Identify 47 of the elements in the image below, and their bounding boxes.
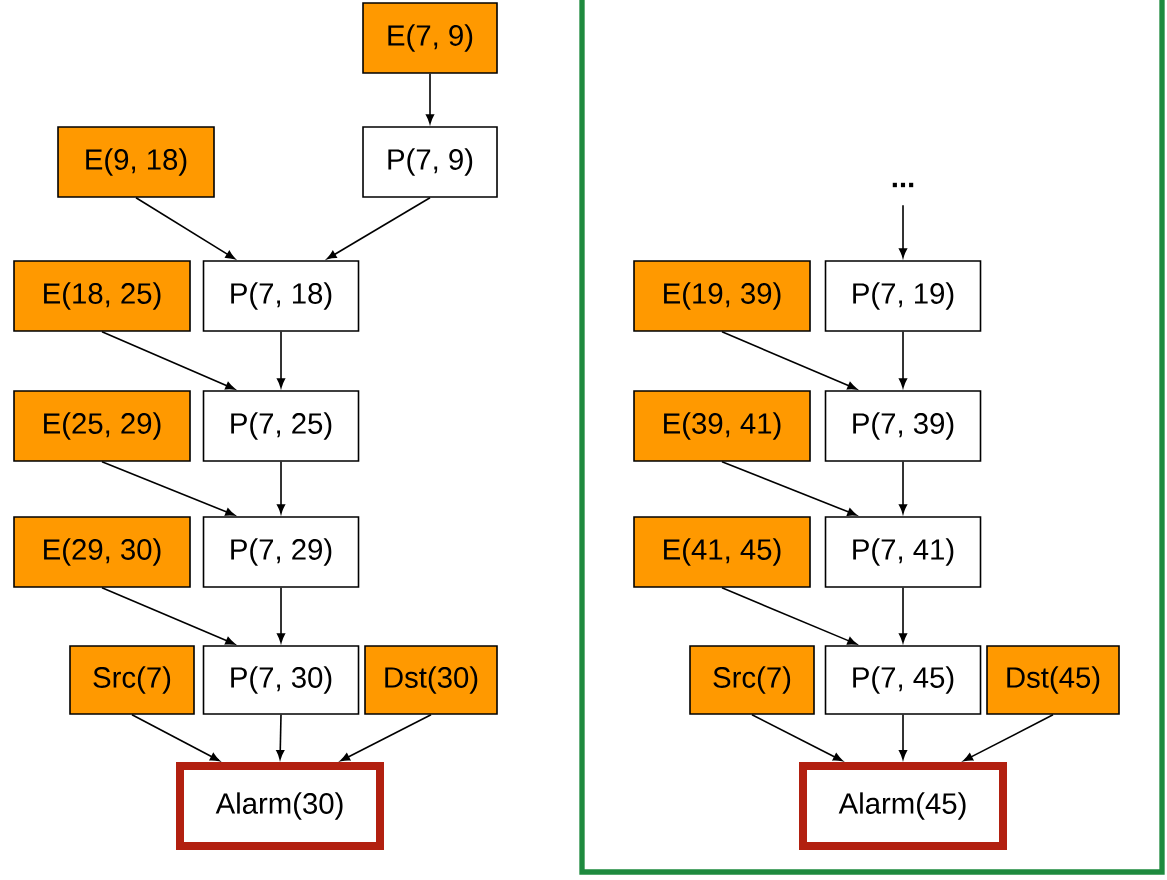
ellipsis-text: ... [892, 182, 914, 188]
arrow [276, 461, 286, 514]
event-box: E(29, 30) [13, 516, 191, 588]
arrow [101, 461, 235, 516]
arrow [898, 587, 908, 643]
predicate-box: P(7, 25) [202, 390, 360, 462]
predicate-box: P(7, 9) [362, 126, 498, 198]
arrow [326, 197, 431, 260]
predicate-box: P(7, 19) [824, 260, 982, 332]
arrow [898, 461, 908, 514]
event-box: Dst(45) [986, 645, 1120, 715]
arrow [340, 714, 432, 762]
predicate-box: P(7, 41) [824, 516, 982, 588]
panel-frame [579, 0, 1165, 875]
arrow [721, 587, 857, 645]
event-box: E(9, 18) [57, 126, 215, 198]
event-box: Src(7) [69, 645, 195, 715]
predicate-box: P(7, 18) [202, 260, 360, 332]
predicate-box: P(7, 30) [202, 645, 360, 715]
event-box: E(25, 29) [13, 390, 191, 462]
arrow [721, 331, 858, 390]
alarm-box: Alarm(30) [176, 762, 384, 850]
event-box: E(19, 39) [633, 260, 811, 332]
arrow [131, 714, 220, 762]
event-box: E(39, 41) [633, 390, 811, 462]
predicate-box: P(7, 29) [202, 516, 360, 588]
arrow [898, 714, 908, 760]
predicate-box: P(7, 45) [824, 645, 982, 715]
arrow [898, 331, 908, 388]
arrow [101, 587, 235, 645]
arrow [101, 331, 236, 390]
arrow [276, 331, 286, 388]
arrow [135, 197, 236, 260]
event-box: E(7, 9) [362, 2, 498, 74]
arrow [898, 204, 908, 258]
alarm-box: Alarm(45) [799, 762, 1007, 850]
arrow [721, 461, 857, 516]
arrow [751, 714, 843, 762]
arrow [963, 714, 1054, 762]
arrow [276, 714, 285, 760]
event-box: Dst(30) [364, 645, 498, 715]
arrow [425, 73, 435, 124]
event-box: Src(7) [689, 645, 815, 715]
event-box: E(18, 25) [13, 260, 191, 332]
event-box: E(41, 45) [633, 516, 811, 588]
predicate-box: P(7, 39) [824, 390, 982, 462]
arrow [276, 587, 286, 643]
